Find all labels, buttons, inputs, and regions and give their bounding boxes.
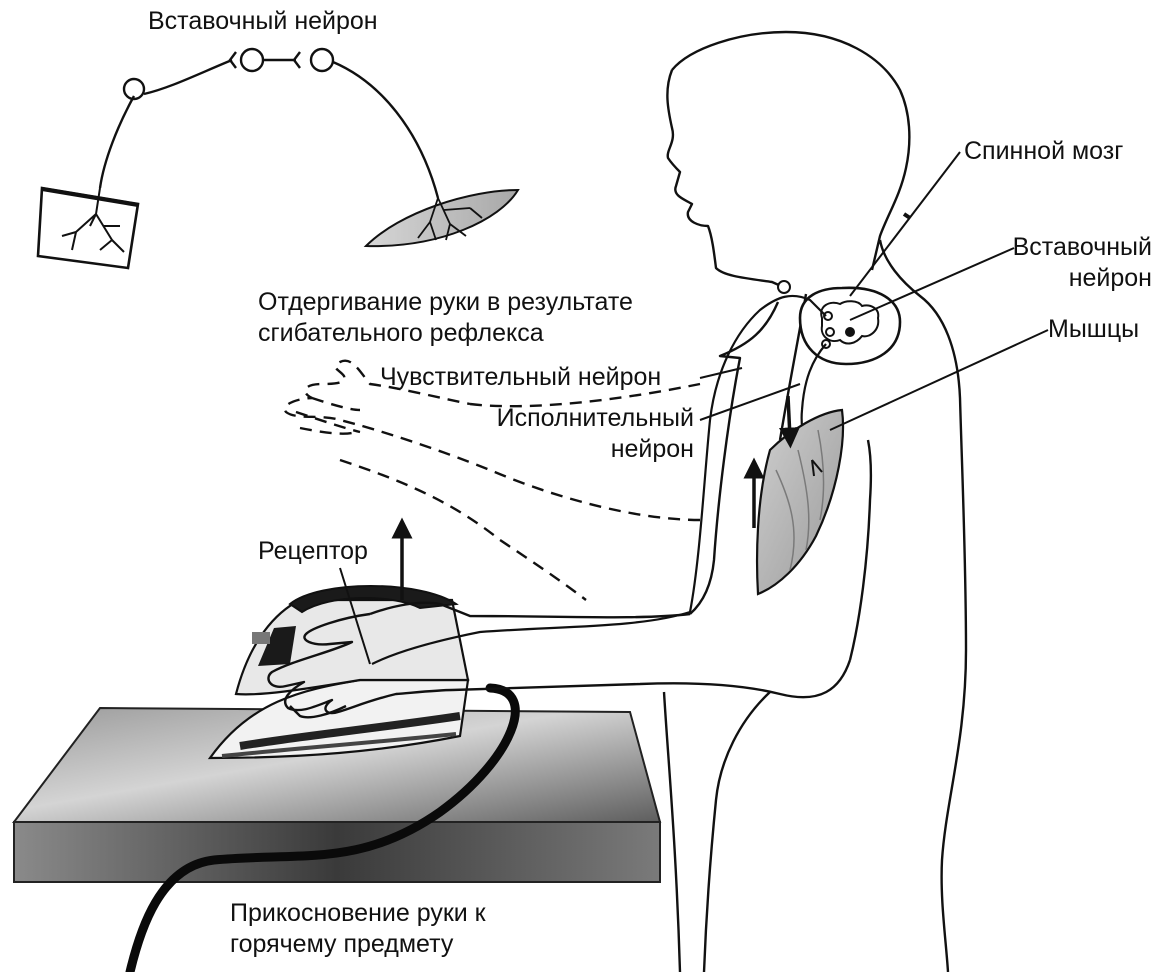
biceps-muscle: [757, 410, 843, 594]
person-head: [667, 32, 909, 290]
schema-motor-fiber: [333, 62, 438, 198]
schema-reflex-arc: [38, 49, 518, 268]
central-canal: [845, 327, 855, 337]
schema-skin-box: [38, 188, 138, 268]
label-motor-neuron: Исполнительный нейрон: [448, 403, 694, 465]
person-back: [880, 240, 966, 972]
label-interneuron-right-line-2: нейрон: [990, 263, 1152, 294]
schema-connector-1: [144, 60, 232, 94]
label-motor-neuron-line-1: Исполнительный: [448, 403, 694, 434]
label-sensory-neuron: Чувствительный нейрон: [380, 362, 661, 393]
schema-interneuron-cell: [241, 49, 263, 71]
label-muscles: Мышцы: [1048, 314, 1139, 345]
label-interneuron-right-line-1: Вставочный: [990, 232, 1152, 263]
label-touch: Прикосновение руки к горячему предмету: [230, 898, 486, 960]
label-withdrawal: Отдергивание руки в результате сгибатель…: [258, 287, 633, 349]
person-arm-back: [850, 440, 871, 660]
schema-sensory-fiber: [100, 96, 134, 188]
spinal-cord-section: [800, 288, 900, 364]
person-torso-front: [704, 692, 770, 972]
label-touch-line-2: горячему предмету: [230, 929, 486, 960]
label-interneuron-right: Вставочный нейрон: [990, 232, 1152, 294]
label-withdrawal-line-1: Отдергивание руки в результате: [258, 287, 633, 318]
label-motor-neuron-line-2: нейрон: [448, 434, 694, 465]
schema-muscle-leaf: [366, 190, 518, 246]
schema-motor-cell: [311, 49, 333, 71]
label-spinal-cord: Спинной мозг: [964, 136, 1123, 167]
iron: [210, 586, 468, 758]
label-withdrawal-line-2: сгибательного рефлекса: [258, 318, 633, 349]
arrow-down-icon: [788, 396, 790, 438]
label-interneuron-top: Вставочный нейрон: [148, 6, 378, 37]
label-touch-line-1: Прикосновение руки к: [230, 898, 486, 929]
label-receptor: Рецептор: [258, 536, 368, 567]
